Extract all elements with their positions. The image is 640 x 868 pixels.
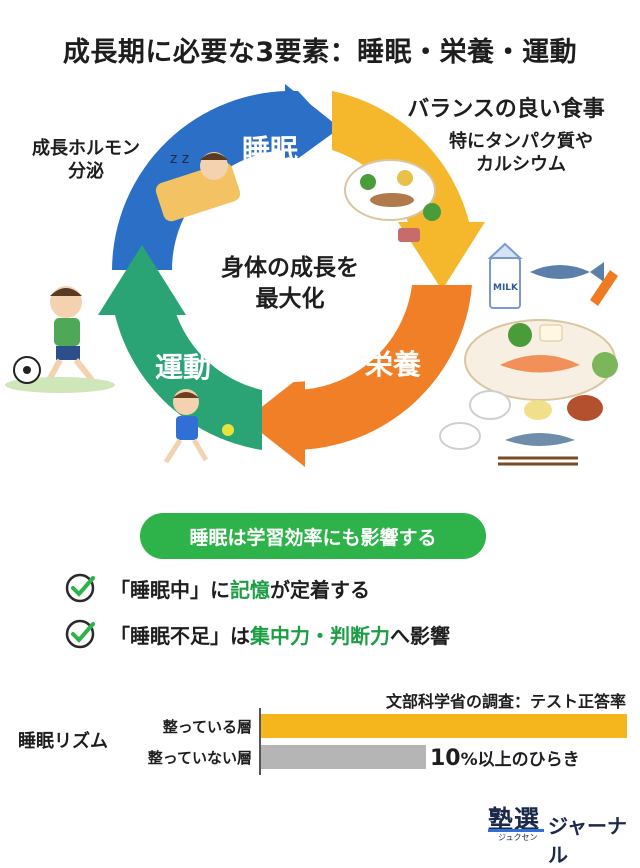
logo-text: ジャーナル xyxy=(548,814,627,867)
page-title: 成長期に必要な3要素：睡眠・栄養・運動 xyxy=(62,37,578,68)
food-plate-illustration xyxy=(344,159,441,242)
bar-label-irregular: 整っていない層 xyxy=(147,749,252,767)
cycle-segment-nutrition xyxy=(292,285,472,451)
logo-reading: ジュクセン xyxy=(498,833,538,842)
bar-gap-number: 10 xyxy=(430,746,461,771)
cycle-center xyxy=(180,158,404,382)
sleeping-child-illustration: z z xyxy=(155,151,241,222)
bar-axis xyxy=(259,708,261,775)
diet-line-1: 特にタンパク質や xyxy=(449,131,593,152)
bar-regular xyxy=(261,714,627,738)
diet-title: バランスの良い食事 xyxy=(407,97,605,122)
svg-text:z z: z z xyxy=(170,151,189,167)
cycle-center-text: 身体の成長を 最大化 xyxy=(205,253,375,315)
milk-label: MILK xyxy=(493,283,519,293)
diet-line-2: カルシウム xyxy=(476,154,566,176)
bar-gap-text: %以上のひらき xyxy=(460,750,580,770)
survey-group-label: 睡眠リズム xyxy=(18,731,108,752)
hormone-line-1: 成長ホルモン xyxy=(32,138,140,159)
diet-subtitle: 特にタンパク質や カルシウム xyxy=(402,130,640,177)
check-1-pre: 「睡眠中」に xyxy=(110,577,230,602)
hormone-line-2: 分泌 xyxy=(68,160,104,182)
cycle-segment-exercise-arrow xyxy=(98,245,186,315)
sleep-label: 睡眠 xyxy=(242,133,299,166)
food-spread-illustration: MILK xyxy=(439,242,618,466)
bar-irregular xyxy=(261,745,426,769)
cycle-segment-sleep xyxy=(112,90,325,270)
highlight-banner: 睡眠は学習効率にも影響する xyxy=(140,513,486,559)
check-2-emphasis: 集中力・判断力 xyxy=(250,623,390,648)
check-circle-icon xyxy=(65,619,95,649)
cycle-segment-sleep-arrow xyxy=(285,84,340,168)
exercise-label: 運動 xyxy=(155,351,212,384)
growth-cycle-diagram: z z MILK xyxy=(5,84,618,467)
bar-label-regular: 整っている層 xyxy=(162,718,252,736)
logo-underline xyxy=(488,829,544,832)
check-2-post: へ影響 xyxy=(390,623,450,648)
center-line-2: 最大化 xyxy=(255,286,325,313)
cycle-segment-nutrition-arrow xyxy=(245,373,305,467)
hormone-caption: 成長ホルモン 分泌 xyxy=(6,138,166,183)
check-circle-icon xyxy=(65,573,95,603)
check-row-focus: 「睡眠不足」は集中力・判断力へ影響 xyxy=(64,616,450,652)
check-2-pre: 「睡眠不足」は xyxy=(110,623,250,648)
cycle-segment-exercise xyxy=(112,300,262,450)
boy-soccer-illustration xyxy=(5,286,115,393)
center-line-1: 身体の成長を xyxy=(221,255,359,281)
check-row-memory: 「睡眠中」に記憶が定着する xyxy=(64,570,370,606)
nutrition-label: 栄養 xyxy=(365,348,422,381)
survey-source: 文部科学省の調査：テスト正答率 xyxy=(385,692,626,711)
check-1-post: が定着する xyxy=(270,577,370,602)
bar-gap-note: 10%以上のひらき xyxy=(430,745,580,771)
girl-running-illustration xyxy=(163,389,234,464)
check-1-emphasis: 記憶 xyxy=(230,577,270,602)
